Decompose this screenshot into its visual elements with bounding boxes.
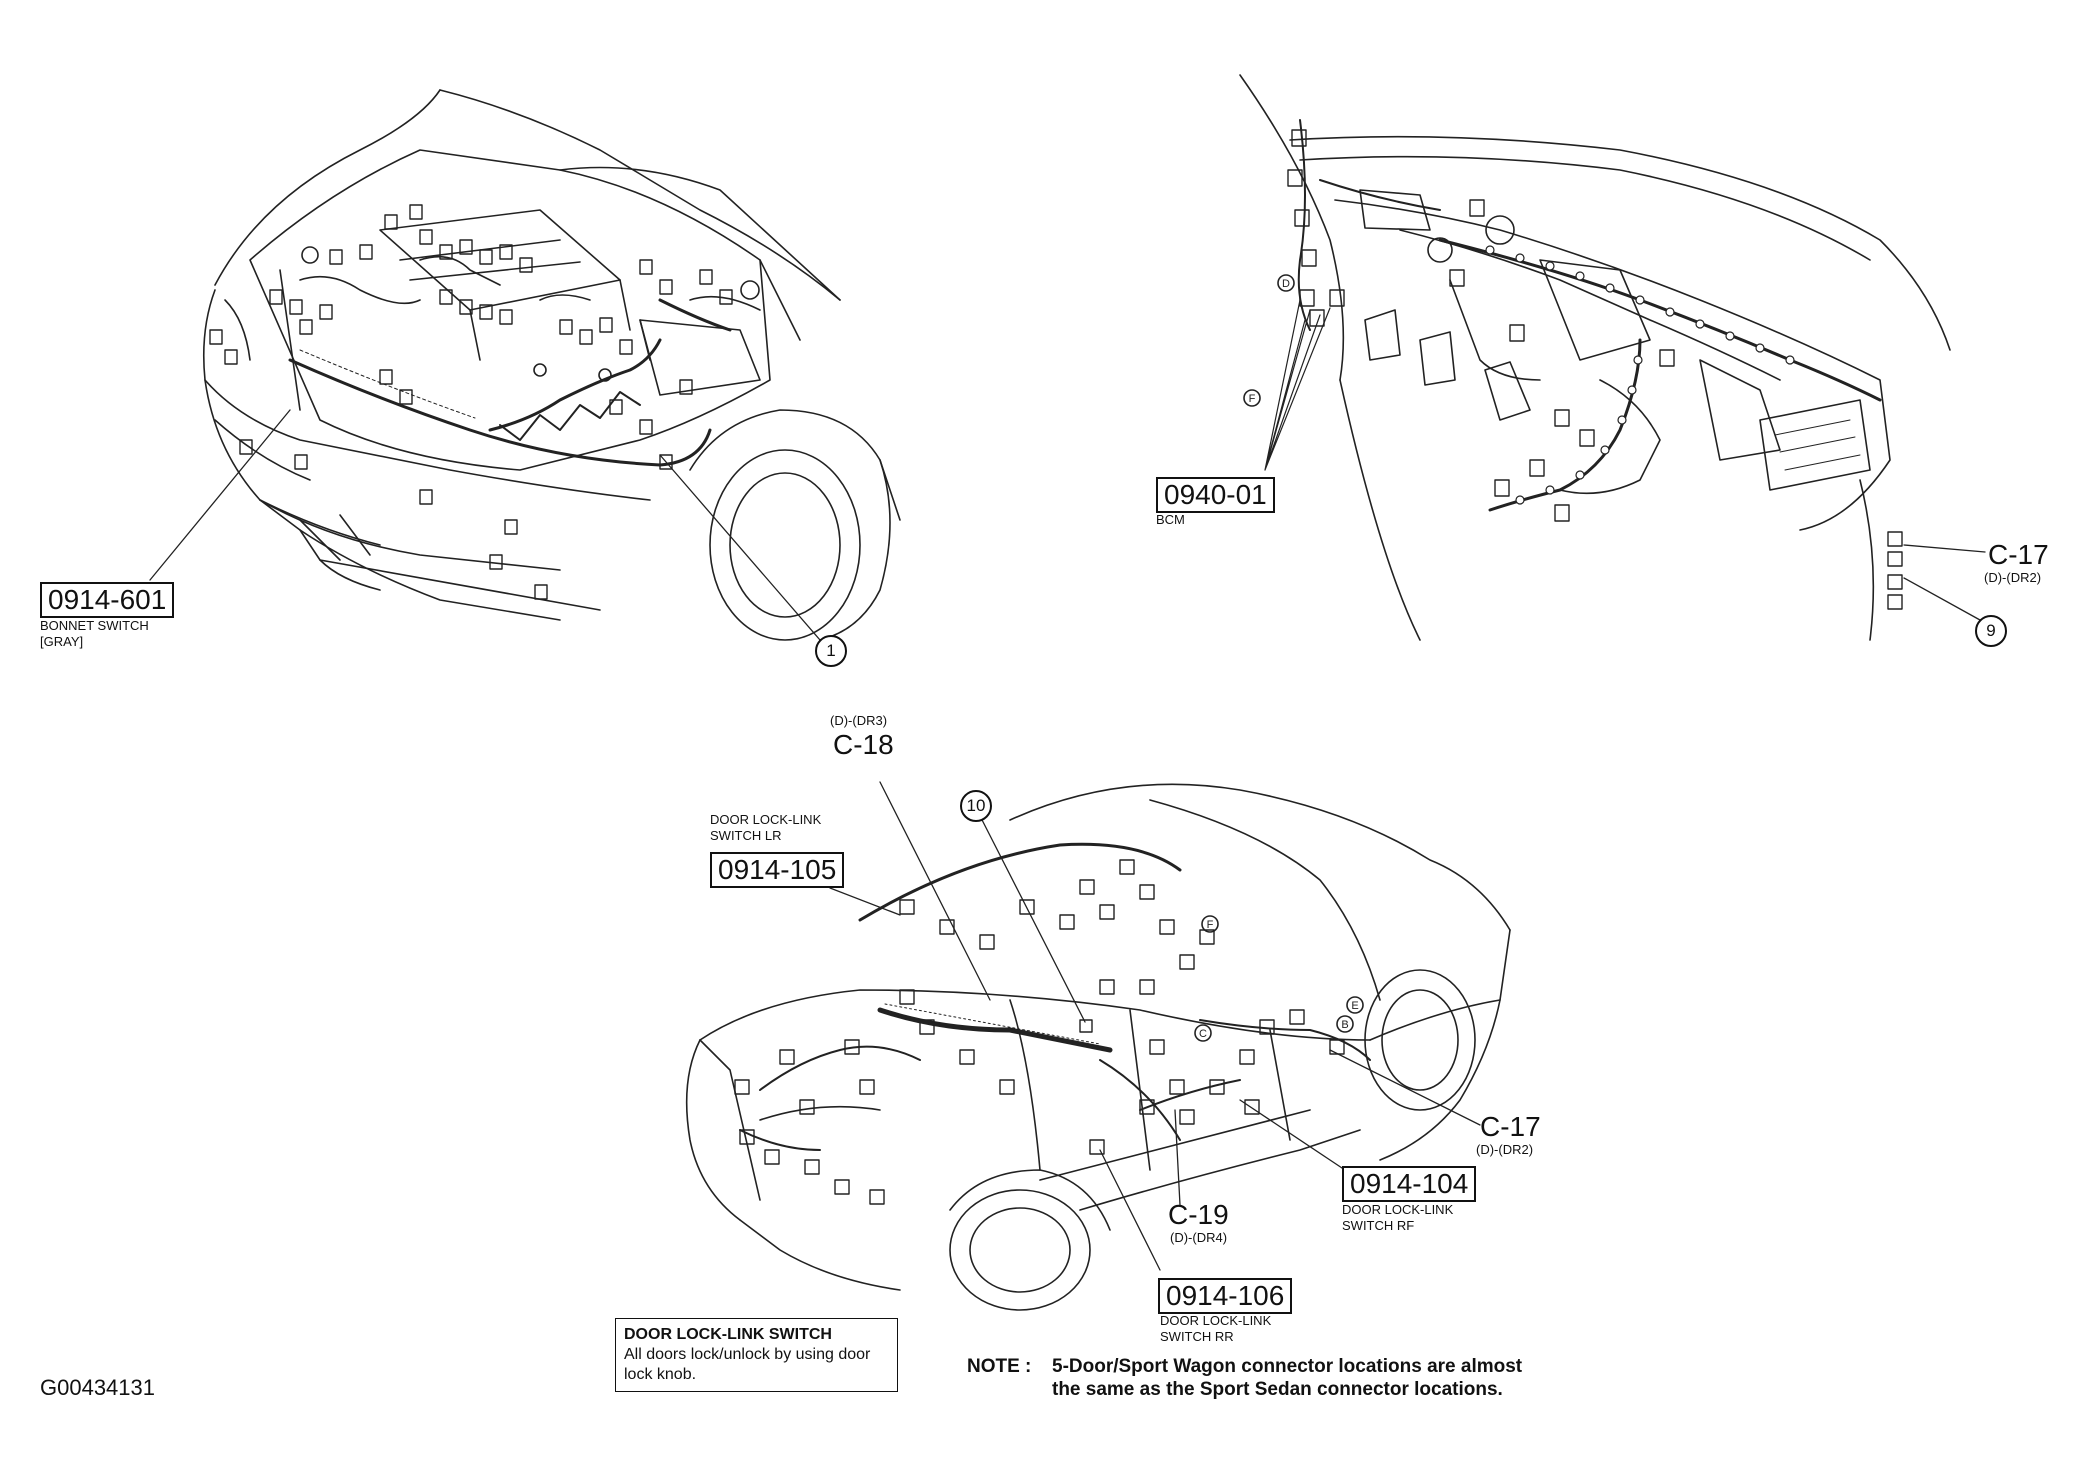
svg-text:B: B	[1341, 1019, 1348, 1031]
bonnet-switch-label: BONNET SWITCH	[40, 618, 149, 633]
bcm-connector-code: 0940-01	[1156, 477, 1275, 513]
door-lock-link-rf-code: 0914-104	[1342, 1166, 1477, 1202]
c18-connector-sub: (D)-(DR3)	[830, 713, 888, 728]
note-line-1: 5-Door/Sport Wagon connector locations a…	[1052, 1356, 1523, 1377]
svg-text:C: C	[1199, 1028, 1207, 1040]
note-prefix: NOTE :	[967, 1356, 1032, 1377]
c17-connector-sub-car: (D)-(DR2)	[1476, 1142, 1534, 1157]
door-lock-link-lr-label-1: DOOR LOCK-LINK	[710, 812, 822, 827]
c17-connector-code-dash: C-17	[1988, 539, 2049, 570]
callout-1: 1	[815, 635, 847, 667]
callout-9: 9	[1975, 615, 2007, 647]
c17-connector-code-car: C-17	[1480, 1111, 1541, 1142]
vehicle-illustration: F E B C	[685, 781, 1511, 1311]
svg-text:F: F	[1207, 919, 1214, 931]
door-lock-link-rr-label-2: SWITCH RR	[1160, 1329, 1234, 1344]
door-lock-link-rr-code: 0914-106	[1158, 1278, 1293, 1314]
c17-connector-sub-dash: (D)-(DR2)	[1984, 570, 2042, 585]
legend-title: DOOR LOCK-LINK SWITCH	[624, 1326, 832, 1343]
svg-text:D: D	[1282, 278, 1290, 290]
bonnet-switch-connector-code: 0914-601	[40, 582, 175, 618]
door-lock-link-rf-label-2: SWITCH RF	[1342, 1218, 1415, 1233]
note-line-2: the same as the Sport Sedan connector lo…	[1052, 1379, 1503, 1400]
svg-text:E: E	[1351, 1000, 1358, 1012]
svg-text:F: F	[1249, 393, 1256, 405]
legend-body: All doors lock/unlock by using door lock…	[624, 1346, 871, 1383]
c18-connector-code: C-18	[833, 729, 894, 760]
door-lock-link-legend: DOOR LOCK-LINK SWITCH All doors lock/unl…	[615, 1318, 898, 1392]
door-lock-link-lr-label-2: SWITCH LR	[710, 828, 782, 843]
engine-bay-illustration	[149, 89, 901, 641]
door-lock-link-rr-label-1: DOOR LOCK-LINK	[1160, 1313, 1272, 1328]
c19-connector-code: C-19	[1168, 1199, 1229, 1230]
door-lock-link-rf-label-1: DOOR LOCK-LINK	[1342, 1202, 1454, 1217]
figure-id: G00434131	[40, 1375, 155, 1400]
bcm-label: BCM	[1156, 512, 1185, 527]
c19-connector-sub: (D)-(DR4)	[1170, 1230, 1228, 1245]
bonnet-switch-color: [GRAY]	[40, 634, 84, 649]
callout-10: 10	[960, 790, 992, 822]
door-lock-link-lr-code: 0914-105	[710, 852, 845, 888]
dashboard-illustration: D F	[1239, 74, 1986, 641]
